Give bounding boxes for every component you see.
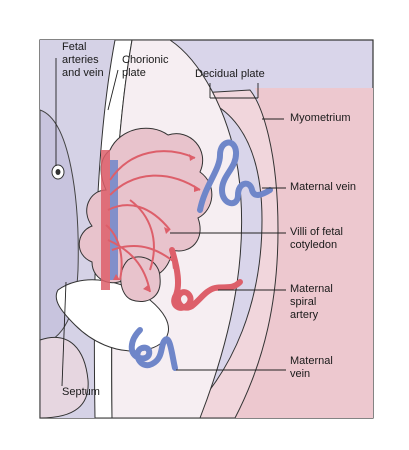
label-chorionic-line-1: Chorionic (122, 54, 169, 66)
maternal-spiral-artery (169, 247, 243, 311)
label-fetal-line-3: and vein (62, 67, 104, 79)
label-decidual-line-1: Decidual plate (195, 68, 265, 80)
label-maternal-vein-lower: Maternal vein (290, 355, 333, 381)
fetal-vessel-vein (110, 160, 118, 280)
villi-lobe (120, 256, 161, 302)
label-maternal-vein-upper: Maternal vein (290, 181, 356, 194)
label-villi-line-2: cotyledon (290, 239, 338, 251)
label-maternal-vein-upper-line-1: Maternal vein (290, 181, 357, 193)
label-septum-line-1: Septum (62, 386, 100, 398)
label-spiral-line-2: spiral (290, 296, 317, 308)
label-myometrium-line-1: Myometrium (290, 112, 351, 124)
label-decidual-plate: Decidual plate (195, 68, 265, 81)
label-spiral-line-3: artery (290, 309, 319, 321)
maternal-vein-lower (128, 327, 178, 371)
fetal-vessel-lumen (55, 169, 61, 175)
maternal-vein-upper (197, 139, 273, 213)
label-myometrium: Myometrium (290, 112, 351, 125)
leader-lines (55, 58, 286, 387)
label-septum: Septum (62, 386, 100, 399)
fetal-vessel-artery (101, 150, 110, 290)
label-chorionic-line-2: plate (122, 67, 146, 79)
septum-lower (39, 336, 89, 419)
label-fetal-line-1: Fetal (62, 41, 87, 53)
label-fetal-line-2: arteries (62, 54, 99, 66)
label-maternal-vein-lower-line-1: Maternal (290, 355, 333, 367)
label-fetal-vessels: Fetal arteries and vein (62, 41, 104, 80)
label-maternal-vein-lower-line-2: vein (290, 368, 311, 380)
label-villi: Villi of fetal cotyledon (290, 226, 343, 252)
label-chorionic-plate: Chorionic plate (122, 54, 168, 80)
label-villi-line-1: Villi of fetal (290, 226, 343, 238)
label-spiral-line-1: Maternal (290, 283, 333, 295)
label-spiral-artery: Maternal spiral artery (290, 283, 333, 322)
